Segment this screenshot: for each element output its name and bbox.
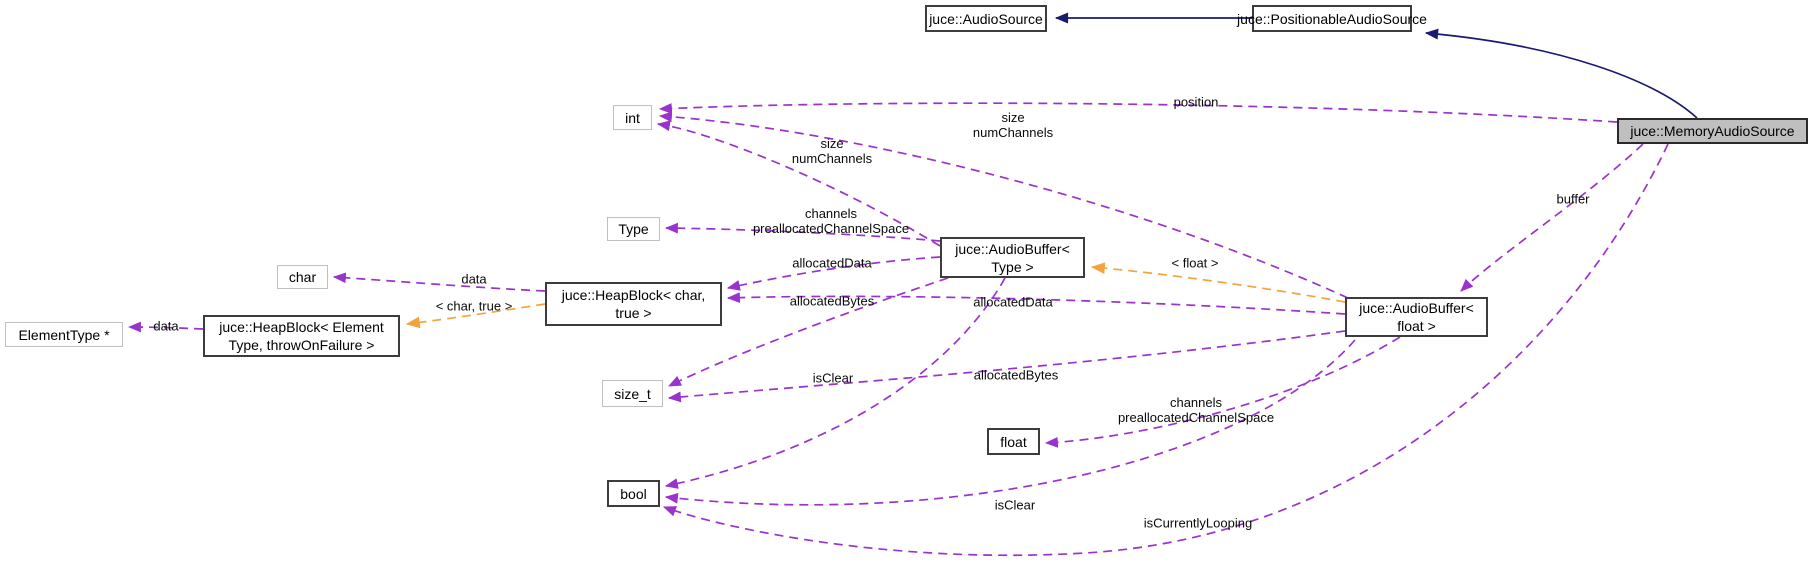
edge-size-numchannels-float (658, 111, 1349, 299)
node-element-type-ptr: ElementType * (5, 322, 123, 347)
edge-label-allocated-bytes-type: allocatedBytes (789, 293, 875, 309)
node-audio-source[interactable]: juce::AudioSource (925, 5, 1047, 32)
edge-label-channels-prealloc-type: channels preallocatedChannelSpace (752, 206, 910, 236)
node-char: char (277, 265, 328, 289)
edge-allocated-data-float (726, 292, 1346, 315)
node-memory-audio-source: juce::MemoryAudioSource (1617, 118, 1808, 144)
edge-label-allocated-data-float: allocatedData (973, 294, 1053, 310)
edge-label-channels-prealloc-float: channels preallocatedChannelSpace (1117, 395, 1275, 425)
edge-channels-prealloc-type (664, 222, 941, 242)
node-audiobuffer-float[interactable]: juce::AudioBuffer< float > (1345, 297, 1488, 337)
edge-allocated-bytes-type (668, 277, 949, 387)
edge-allocated-data-type (726, 256, 941, 291)
edge-label-is-currently-looping: isCurrentlyLooping (1143, 515, 1253, 531)
node-audiobuffer-type[interactable]: juce::AudioBuffer< Type > (940, 237, 1085, 278)
edge-buffer (1460, 143, 1644, 292)
edge-channels-prealloc-float (1044, 336, 1401, 448)
node-heapblock-char[interactable]: juce::HeapBlock< char, true > (545, 282, 722, 326)
edge-label-size-numchannels-type: size numChannels (791, 136, 873, 166)
edge-label-is-clear-float: isClear (994, 497, 1036, 513)
node-float[interactable]: float (987, 428, 1040, 455)
edge-is-currently-looping (662, 143, 1669, 557)
node-int: int (613, 105, 652, 130)
edge-label-template-char-true: < char, true > (435, 298, 513, 314)
edge-label-position: position (1173, 94, 1219, 110)
edge-label-template-float: < float > (1171, 255, 1219, 271)
node-size-t: size_t (602, 380, 663, 407)
edge-data-char (332, 272, 546, 292)
edge-inheritance-memory-to-positionable (1424, 28, 1698, 119)
edge-data-element (127, 321, 204, 333)
edge-label-data-char: data (461, 271, 487, 287)
edge-is-clear-type (664, 277, 1006, 489)
edge-template-float (1090, 262, 1346, 303)
edge-label-allocated-data-type: allocatedData (792, 255, 872, 271)
edge-allocated-bytes-float (667, 330, 1346, 403)
edge-template-char-true (405, 303, 546, 329)
edge-label-is-clear-type: isClear (812, 370, 854, 386)
edge-label-data-element: data (153, 318, 179, 334)
node-bool[interactable]: bool (607, 480, 660, 507)
edge-is-clear-float (664, 339, 1356, 506)
node-type: Type (607, 217, 660, 241)
edge-label-allocated-bytes-float: allocatedBytes (973, 367, 1059, 383)
edge-position (658, 102, 1618, 123)
edge-label-size-numchannels-float: size numChannels (972, 110, 1054, 140)
edge-label-buffer: buffer (1556, 191, 1590, 207)
node-heapblock-element[interactable]: juce::HeapBlock< Element Type, throwOnFa… (203, 315, 400, 357)
edge-size-numchannels-type (656, 120, 941, 247)
node-positionable-audio-source[interactable]: juce::PositionableAudioSource (1237, 5, 1427, 32)
